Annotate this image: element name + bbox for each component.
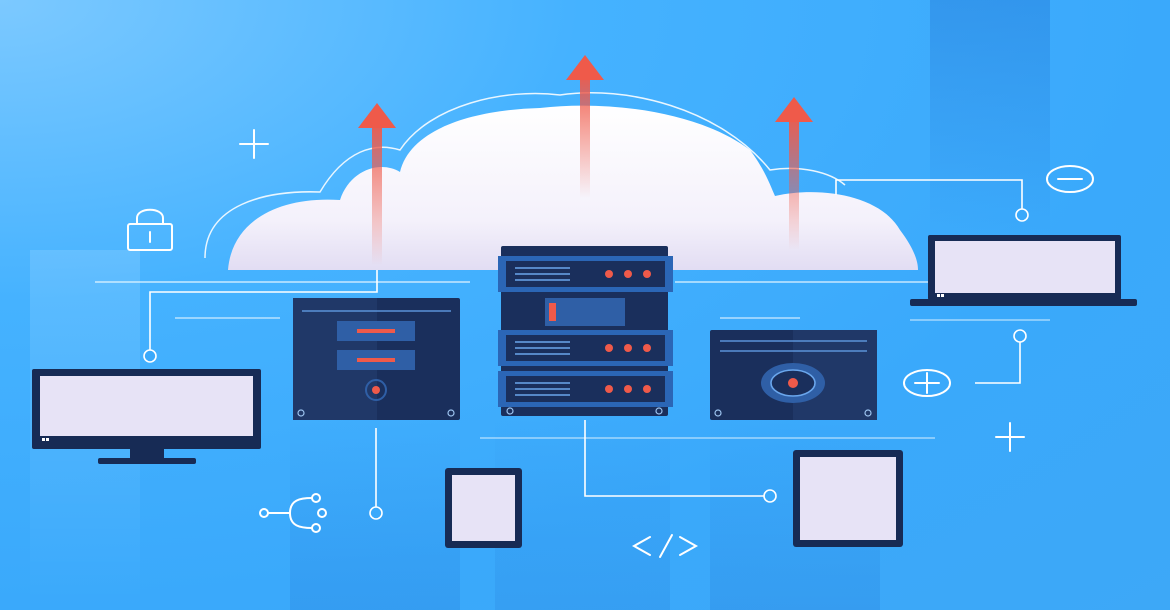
share-node-icon [259, 493, 327, 533]
minus-circle-icon [1046, 165, 1094, 193]
code-brackets-icon [631, 534, 699, 558]
padlock-icon [127, 208, 173, 251]
server-unit [498, 371, 673, 407]
upload-arrow-icon-right [775, 97, 813, 250]
upload-arrow-icon-left [358, 103, 396, 265]
cloud-icon [204, 92, 918, 270]
server-box-icon [293, 298, 460, 420]
server-unit [498, 256, 673, 292]
server-unit [498, 330, 673, 366]
tablet-icon [445, 468, 522, 548]
upload-arrow-icon-center [566, 55, 604, 198]
server-rack-icon [498, 246, 673, 416]
guide-lines [95, 281, 1050, 439]
plus-icon [995, 422, 1025, 452]
server-box-icon [710, 330, 877, 420]
plus-circle-icon [903, 369, 951, 397]
plus-icon [239, 129, 269, 159]
laptop-icon [910, 235, 1137, 306]
desktop-monitor-icon [32, 369, 261, 464]
connection-wires [143, 179, 1029, 520]
tablet-icon [793, 450, 903, 547]
